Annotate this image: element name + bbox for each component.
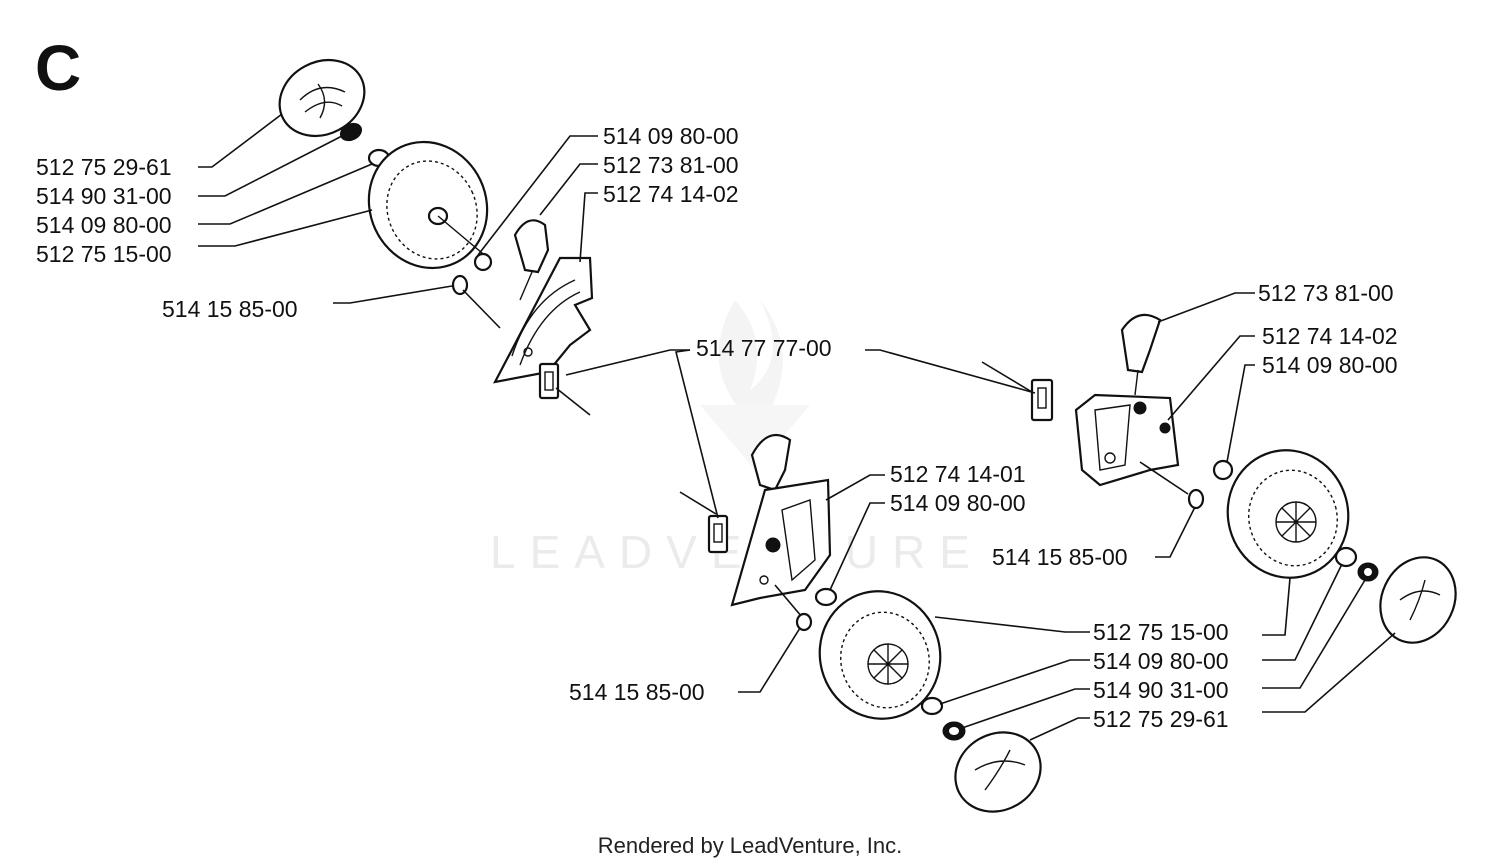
label-mid-bracket: 512 74 14-01	[890, 461, 1026, 487]
middle-bolt	[774, 584, 813, 632]
label-br-cap: 512 75 29-61	[1093, 706, 1229, 732]
label-right-washer: 514 09 80-00	[1262, 352, 1398, 378]
right-height-bracket	[1074, 393, 1180, 487]
watermark-logo-icon	[700, 300, 810, 470]
label-mid-bolt: 514 15 85-00	[569, 679, 705, 705]
label-spring-clip: 514 77 77-00	[696, 335, 832, 361]
label-top-lever: 512 73 81-00	[603, 152, 739, 178]
left-spring-clip	[538, 362, 591, 416]
middle-wheel	[818, 590, 942, 720]
label-left-cap: 512 75 29-61	[36, 154, 172, 180]
label-left-bolt: 514 15 85-00	[162, 296, 298, 322]
label-left-wheel: 512 75 15-00	[36, 241, 172, 267]
middle-hubcap	[954, 731, 1042, 813]
left-wheel	[367, 140, 489, 270]
right-hubcap	[1379, 556, 1457, 644]
right-washer-ring	[1334, 546, 1358, 568]
right-wheel	[1226, 449, 1350, 579]
footer-credit: Rendered by LeadVenture, Inc.	[598, 833, 903, 858]
middle-height-bracket	[730, 478, 832, 607]
label-right-lever: 512 73 81-00	[1258, 280, 1394, 306]
label-mid-washer: 514 09 80-00	[890, 490, 1026, 516]
right-spring-clip	[981, 361, 1054, 422]
label-br-washer1: 514 09 80-00	[1093, 648, 1229, 674]
label-right-bracket: 512 74 14-02	[1262, 323, 1398, 349]
label-top-bracket: 512 74 14-02	[603, 181, 739, 207]
right-lever	[1120, 313, 1162, 396]
middle-washer	[814, 587, 838, 607]
right-bolt	[1139, 461, 1205, 510]
right-washer-small	[1357, 562, 1379, 582]
label-left-washer2: 514 09 80-00	[36, 212, 172, 238]
middle-washer-small	[942, 721, 966, 741]
label-top-washer: 514 09 80-00	[603, 123, 739, 149]
label-br-washer2: 514 90 31-00	[1093, 677, 1229, 703]
label-right-bolt: 514 15 85-00	[992, 544, 1128, 570]
left-axle-washer	[473, 252, 493, 272]
label-br-wheel: 512 75 15-00	[1093, 619, 1229, 645]
left-bolt	[451, 274, 501, 329]
middle-washer-ring	[920, 696, 944, 716]
leader-lines	[198, 113, 1396, 741]
left-height-bracket	[492, 256, 594, 384]
left-hubcap	[278, 58, 366, 138]
label-left-washer1: 514 90 31-00	[36, 183, 172, 209]
watermark-text: LEADVENTURE	[490, 526, 984, 578]
right-washer	[1212, 459, 1234, 481]
section-letter: C	[35, 32, 81, 104]
left-lever	[513, 219, 550, 301]
